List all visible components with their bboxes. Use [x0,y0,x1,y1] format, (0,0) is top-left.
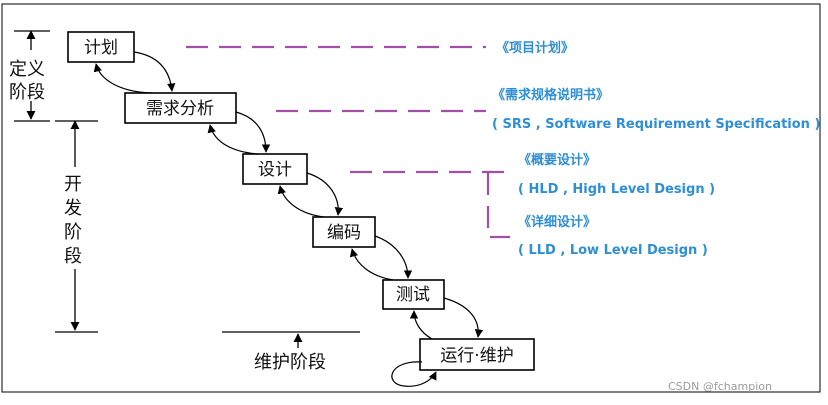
phase-development-char-4: 段 [64,246,82,267]
deliverable-dash-lines [186,45,510,239]
watermark: CSDN @fchampion [668,380,772,393]
dash-line-lld [486,173,510,239]
doc-project-plan: 《项目计划》 [496,40,574,56]
arrow-coding-to-testing [374,235,413,279]
phase-definition-line1: 定义 [9,59,45,80]
step-requirements-label: 需求分析 [146,99,214,119]
arrow-testing-to-operation [443,297,484,338]
step-box-testing [382,279,445,310]
doc-srs-detail: ( SRS , Software Requirement Specificati… [492,117,820,132]
step-testing-label: 测试 [396,285,430,305]
arrow-testing-to-coding [349,248,394,281]
arrow-operation-self-loop [391,361,437,387]
step-operation-label: 运行·维护 [440,346,513,366]
flow-arrows [93,51,484,387]
step-design-label: 设计 [258,160,292,180]
phase-development-char-1: 开 [64,174,82,195]
step-box-plan [67,31,135,63]
phase-development-char-3: 阶 [64,222,82,243]
phase-definition-line2: 阶段 [9,82,45,103]
doc-hld-detail: ( HLD , High Level Design ) [518,182,715,197]
phase-maintenance: 维护阶段 [254,352,326,373]
arrow-operation-to-testing [409,310,433,340]
step-box-operation [419,338,535,371]
arrow-coding-to-design [277,185,325,218]
arrow-design-to-requirements [207,124,259,155]
step-plan-label: 计划 [84,38,118,58]
step-box-coding [312,216,376,248]
step-coding-label: 编码 [327,223,361,243]
step-box-requirements [124,92,237,124]
diagram-frame [1,3,821,393]
phase-brackets [14,30,360,348]
phase-development-char-2: 发 [64,198,82,219]
doc-hld-title: 《概要设计》 [518,152,596,168]
arrow-requirements-to-design [235,111,271,153]
arrow-requirements-to-plan [93,63,153,94]
arrow-design-to-coding [306,172,344,216]
doc-lld-detail: ( LLD , Low Level Design ) [518,243,708,258]
step-box-design [242,153,308,185]
arrow-plan-to-requirements [133,51,176,92]
doc-lld-title: 《详细设计》 [518,214,596,230]
doc-srs-title: 《需求规格说明书》 [492,87,609,103]
